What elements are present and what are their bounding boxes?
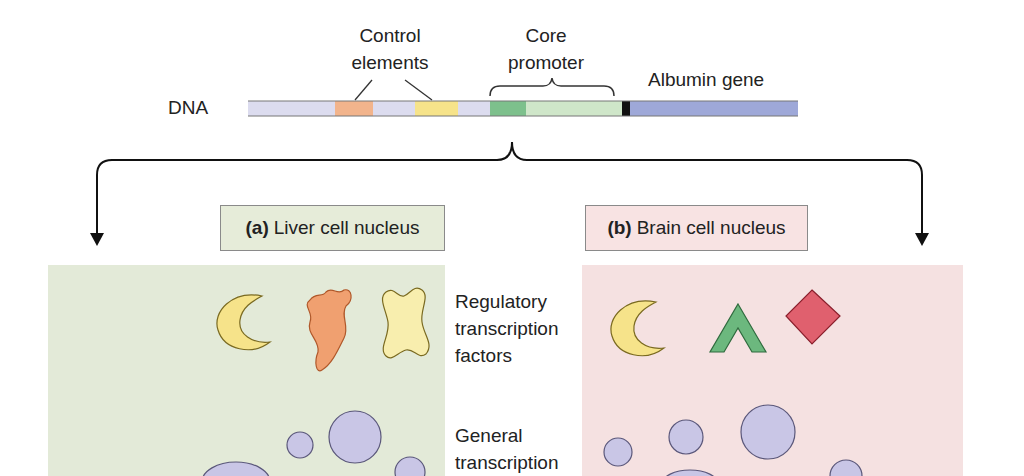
panel-title: Liver cell nucleus xyxy=(274,217,420,239)
leader-lines xyxy=(355,80,432,100)
row-label: Regulatory transcription factors xyxy=(455,288,579,369)
panel-letter: (b) xyxy=(607,217,631,239)
panel-title: Brain cell nucleus xyxy=(637,217,786,239)
arrowhead xyxy=(90,233,104,246)
header-box: (a)Liver cell nucleus xyxy=(220,205,445,251)
promoter-brace xyxy=(490,78,614,96)
row-label: General transcription xyxy=(455,422,579,476)
brain-panel xyxy=(582,265,963,476)
part-label: Core promoter xyxy=(490,22,602,76)
liver-panel xyxy=(48,265,445,476)
regulatory-factors-brain xyxy=(611,290,840,356)
molecule-label: DNA xyxy=(168,94,238,121)
header-box: (b) Brain cell nucleus xyxy=(585,205,808,251)
general-factors xyxy=(202,405,862,476)
arrowhead xyxy=(915,233,929,246)
panel-letter: (a) xyxy=(246,217,269,239)
regulatory-factors-liver xyxy=(217,288,429,371)
part-label: Albumin gene xyxy=(648,66,798,93)
dna-strip xyxy=(248,101,798,116)
part-label: Control elements xyxy=(330,22,450,76)
